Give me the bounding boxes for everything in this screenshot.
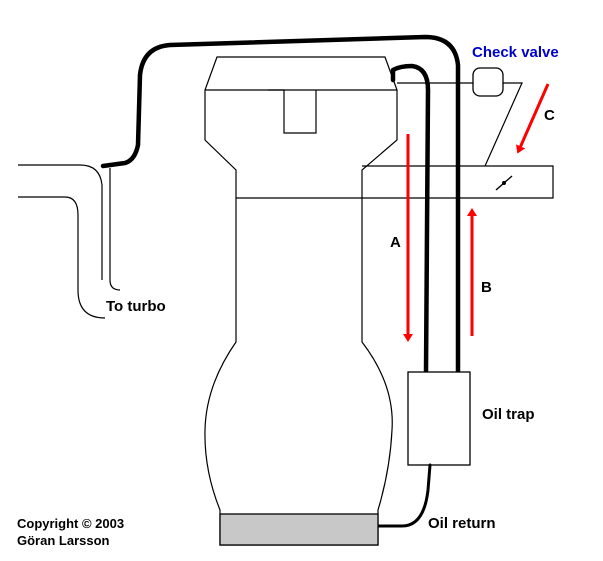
engine-block-outline — [204, 56, 398, 546]
copyright-line2: Göran Larsson — [17, 533, 110, 548]
oil-trap — [407, 371, 471, 466]
intake-pipe-inner — [109, 168, 121, 291]
intake-pipe-outline-top — [18, 164, 103, 280]
to-turbo-label: To turbo — [106, 298, 166, 315]
oil-return-label: Oil return — [428, 515, 496, 532]
arrow-a-label: A — [390, 234, 401, 251]
oil-sump — [219, 513, 379, 546]
head-to-trap-hose — [390, 63, 431, 375]
valve-to-intake-line — [484, 82, 523, 167]
check-valve-label: Check valve — [472, 44, 559, 61]
throttle-pivot — [502, 181, 506, 185]
arrow-b-label: B — [481, 279, 492, 296]
copyright-line1: Copyright © 2003 — [17, 516, 124, 531]
check-valve — [472, 67, 504, 97]
oil-trap-label: Oil trap — [482, 406, 535, 423]
turbo-vent-hose — [100, 34, 461, 375]
cam-cover-notch — [268, 89, 317, 134]
arrow-c — [516, 83, 550, 154]
arrow-c-label: C — [544, 107, 555, 124]
oil-return-line — [376, 463, 432, 528]
intake-pipe-outline-bottom — [18, 196, 106, 319]
